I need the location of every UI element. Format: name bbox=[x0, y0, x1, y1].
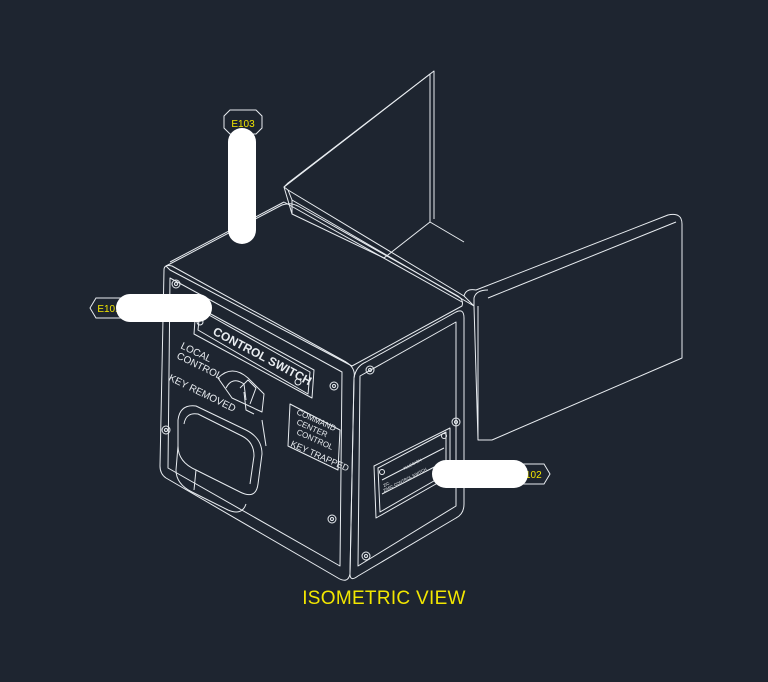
side-screws bbox=[361, 365, 461, 561]
control-switch-title-plate bbox=[193, 305, 315, 399]
position-label-panel bbox=[287, 403, 341, 471]
key-switch-assembly bbox=[175, 370, 267, 513]
callout-e103-marker bbox=[228, 128, 256, 244]
callout-e102-label: E102 bbox=[518, 470, 542, 481]
callout-e103-label: E103 bbox=[231, 119, 255, 130]
callout-e102-marker bbox=[432, 460, 528, 488]
right-bracket-plate bbox=[463, 213, 683, 441]
callout-e101-marker bbox=[116, 294, 212, 322]
mounting-rail bbox=[283, 186, 475, 307]
callout-e101: E101 bbox=[89, 294, 212, 322]
control-switch-enclosure bbox=[159, 201, 465, 581]
callout-e101-label: E101 bbox=[97, 304, 121, 315]
nameplate-line1: ZIC bbox=[382, 480, 390, 487]
view-title: ISOMETRIC VIEW bbox=[302, 588, 466, 609]
rear-bracket-plate bbox=[283, 70, 435, 259]
callout-e102: E102 bbox=[432, 460, 551, 488]
title-plate-text: CONTROL SWITCH bbox=[211, 324, 315, 388]
callout-e103: E103 bbox=[223, 109, 263, 244]
